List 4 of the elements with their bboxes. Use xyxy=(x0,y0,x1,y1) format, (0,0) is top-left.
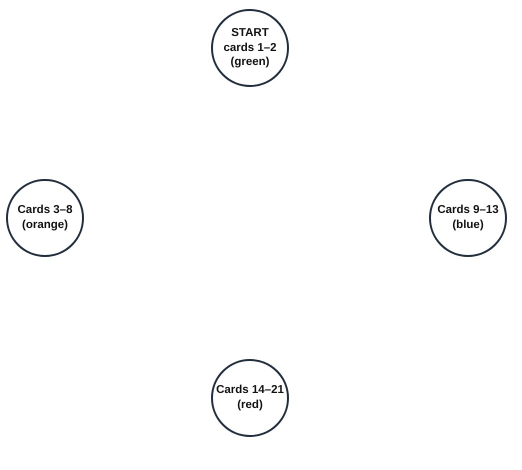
node-label: START cards 1–2 (green) xyxy=(222,26,278,70)
node-label: Cards 3–8 (orange) xyxy=(16,203,74,233)
node-label: Cards 14–21 (red) xyxy=(215,383,285,413)
node-label: Cards 9–13 (blue) xyxy=(436,203,500,233)
